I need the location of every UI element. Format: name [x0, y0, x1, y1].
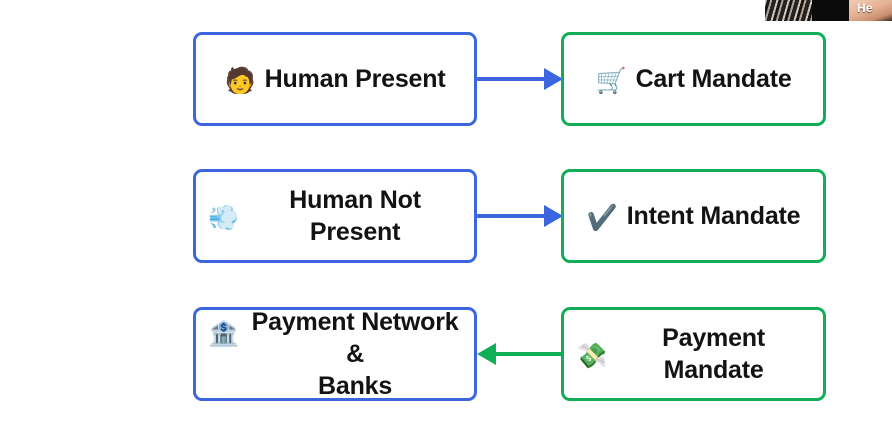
dashing-away-emoji: 💨 — [208, 202, 240, 232]
node-label-payment-mandate: Payment Mandate — [662, 324, 765, 384]
node-human-not-present[interactable]: 💨 Human Not Present — [193, 169, 477, 263]
connector-line — [495, 352, 563, 356]
webcam-caption: He — [857, 1, 873, 15]
video-thumbnail-middle — [812, 0, 849, 21]
heavy-check-mark-emoji: ✔️ — [586, 202, 618, 232]
node-label-payment-network-banks: Payment Network & Banks — [251, 308, 459, 400]
node-label-intent-mandate: Intent Mandate — [626, 202, 801, 230]
node-label-human-present: Human Present — [264, 65, 446, 93]
node-payment-mandate[interactable]: 💸 Payment Mandate — [561, 307, 826, 401]
video-thumbnail-left — [765, 0, 812, 21]
connector-line — [477, 77, 545, 81]
presenter-video-overlay[interactable]: He — [765, 0, 892, 21]
node-payment-network-banks[interactable]: 🏦 Payment Network & Banks — [193, 307, 477, 401]
shopping-cart-emoji: 🛒 — [595, 65, 627, 95]
node-human-present[interactable]: 🧑 Human Present — [193, 32, 477, 126]
node-cart-mandate[interactable]: 🛒 Cart Mandate — [561, 32, 826, 126]
arrowhead-right-icon — [544, 68, 563, 90]
node-label-cart-mandate: Cart Mandate — [635, 65, 792, 93]
presenter-webcam-feed — [849, 0, 892, 21]
arrowhead-right-icon — [544, 205, 563, 227]
money-with-wings-emoji: 💸 — [576, 340, 608, 370]
node-intent-mandate[interactable]: ✔️ Intent Mandate — [561, 169, 826, 263]
person-emoji: 🧑 — [224, 65, 256, 95]
bank-emoji: 🏦 — [208, 319, 240, 348]
arrowhead-left-icon — [477, 343, 496, 365]
connector-line — [477, 214, 545, 218]
node-label-human-not-present: Human Not Present — [289, 186, 421, 246]
